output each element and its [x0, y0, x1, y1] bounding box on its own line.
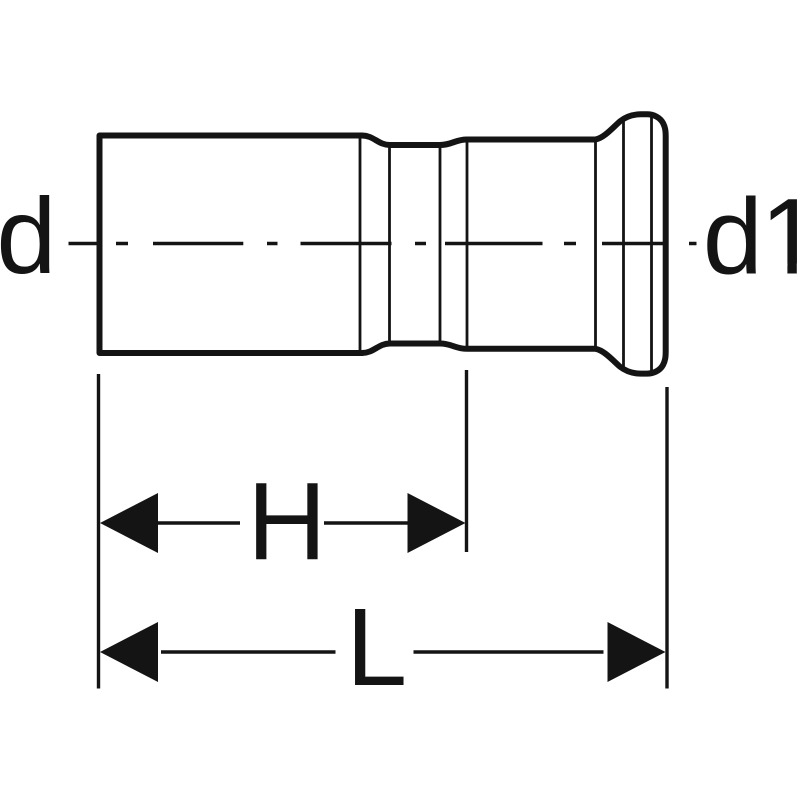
svg-text:d1: d1 [703, 176, 800, 297]
svg-text:d: d [0, 175, 56, 296]
svg-text:H: H [247, 461, 326, 584]
svg-text:L: L [346, 586, 407, 709]
